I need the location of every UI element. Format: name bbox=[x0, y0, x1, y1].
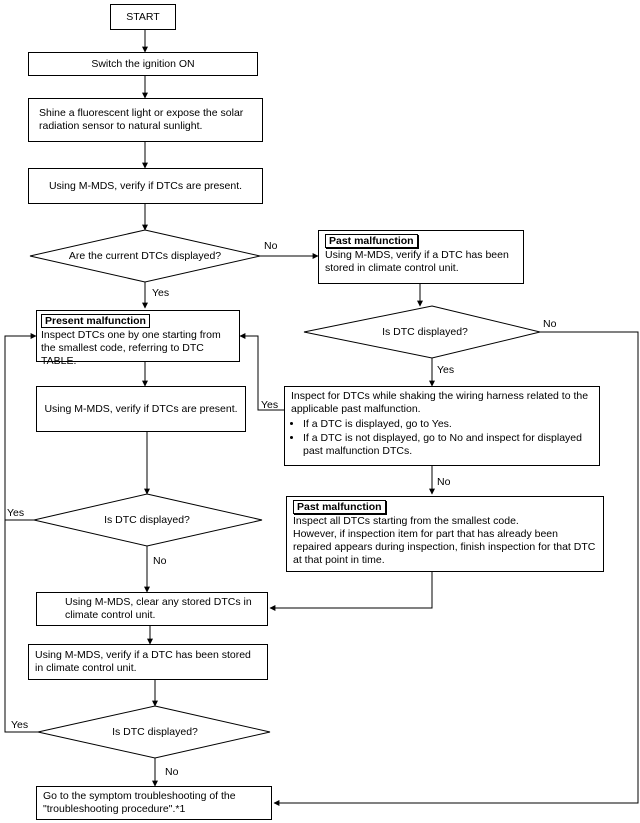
label-no-shake: No bbox=[437, 476, 451, 488]
verify-dtcs-text-1: Using M-MDS, verify if DTCs are present. bbox=[48, 179, 243, 192]
label-yes-dtc2: Yes bbox=[7, 507, 25, 519]
label-no-past-decision: No bbox=[543, 318, 557, 330]
decision-dtc-3-text: Is DTC displayed? bbox=[112, 725, 198, 738]
past-malfunction-text-2: Inspect all DTCs starting from the small… bbox=[293, 515, 596, 566]
verify-dtcs-text-2: Using M-MDS, verify if DTCs are present. bbox=[44, 402, 238, 415]
shake-harness-text: Inspect for DTCs while shaking the wirin… bbox=[291, 390, 589, 415]
past-malfunction-tag-2: Past malfunction bbox=[293, 500, 386, 514]
switch-ignition-box: Switch the ignition ON bbox=[28, 52, 258, 76]
label-yes-current: Yes bbox=[152, 287, 170, 299]
shine-light-text: Shine a fluorescent light or expose the … bbox=[39, 107, 244, 132]
decision-past-dtc-text: Is DTC displayed? bbox=[382, 325, 468, 338]
shake-bullet-2: If a DTC is not displayed, go to No and … bbox=[303, 432, 593, 458]
label-no-current: No bbox=[264, 240, 278, 252]
start-label: START bbox=[126, 10, 160, 23]
verify-dtcs-box-1: Using M-MDS, verify if DTCs are present. bbox=[28, 168, 263, 204]
clear-dtcs-box: Using M-MDS, clear any stored DTCs in cl… bbox=[36, 592, 268, 626]
present-malfunction-tag: Present malfunction bbox=[41, 314, 150, 328]
past-malfunction-text-1: Using M-MDS, verify if a DTC has been st… bbox=[325, 249, 509, 274]
goto-symptom-box: Go to the symptom troubleshooting of the… bbox=[36, 786, 272, 820]
start-box: START bbox=[110, 4, 176, 30]
shake-harness-bullets: If a DTC is displayed, go to Yes. If a D… bbox=[291, 418, 593, 459]
label-no-dtc2: No bbox=[153, 555, 167, 567]
verify-stored-box: Using M-MDS, verify if a DTC has been st… bbox=[28, 644, 268, 680]
goto-symptom-text: Go to the symptom troubleshooting of the… bbox=[43, 790, 236, 815]
past-malfunction-tag-1: Past malfunction bbox=[325, 234, 418, 248]
present-malfunction-box: Present malfunction Inspect DTCs one by … bbox=[36, 310, 240, 367]
label-yes-dtc3: Yes bbox=[11, 719, 29, 731]
past-malfunction-box-1: Past malfunction Using M-MDS, verify if … bbox=[318, 230, 524, 284]
shake-harness-box: Inspect for DTCs while shaking the wirin… bbox=[284, 386, 600, 466]
past-malfunction-box-2: Past malfunction Inspect all DTCs starti… bbox=[286, 496, 604, 572]
shine-light-box: Shine a fluorescent light or expose the … bbox=[28, 98, 263, 142]
label-yes-past-decision: Yes bbox=[437, 364, 455, 376]
verify-stored-text: Using M-MDS, verify if a DTC has been st… bbox=[35, 649, 251, 674]
decision-current-text: Are the current DTCs displayed? bbox=[68, 249, 222, 262]
clear-dtcs-text: Using M-MDS, clear any stored DTCs in cl… bbox=[65, 596, 252, 621]
label-yes-shake: Yes bbox=[261, 399, 279, 411]
decision-dtc-2-text: Is DTC displayed? bbox=[104, 513, 190, 526]
verify-dtcs-box-2: Using M-MDS, verify if DTCs are present. bbox=[36, 386, 246, 432]
label-no-dtc3: No bbox=[165, 766, 179, 778]
present-malfunction-text: Inspect DTCs one by one starting from th… bbox=[41, 329, 221, 367]
switch-ignition-text: Switch the ignition ON bbox=[91, 57, 195, 70]
shake-bullet-1: If a DTC is displayed, go to Yes. bbox=[303, 418, 593, 431]
